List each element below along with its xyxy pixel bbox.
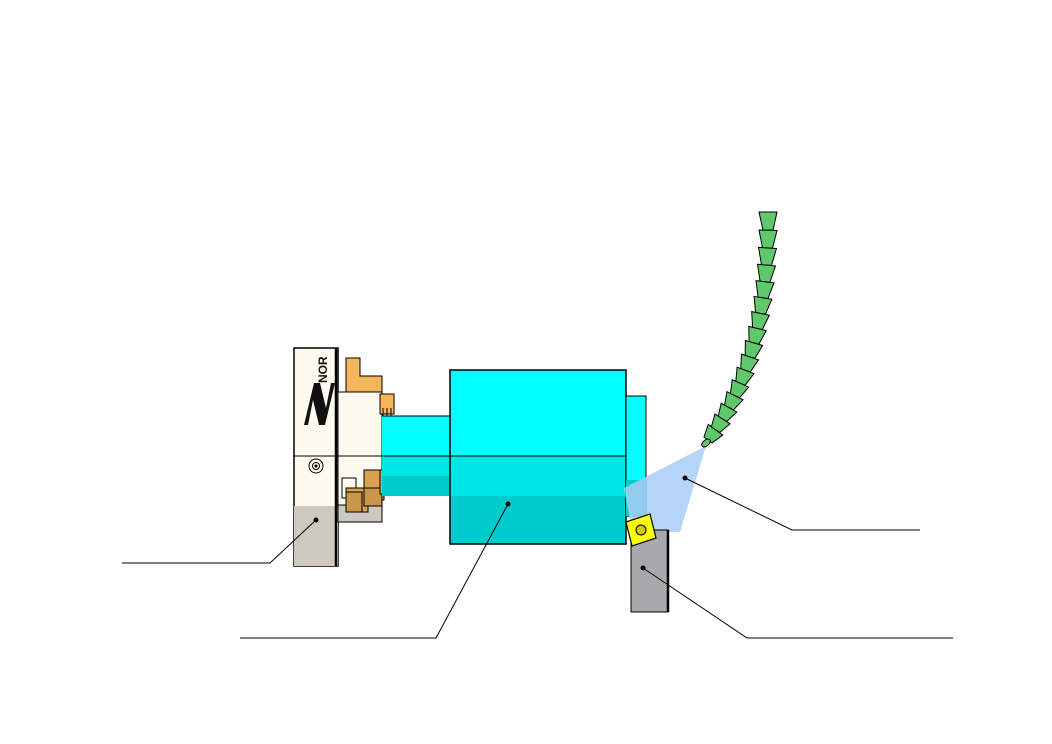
chuck-jaw-top xyxy=(345,357,395,416)
nozzle-segment xyxy=(758,211,778,231)
nozzle-segment xyxy=(748,325,767,345)
nozzle-segment xyxy=(756,263,777,283)
callout-workpiece xyxy=(240,501,511,639)
cutting-tool xyxy=(625,513,670,613)
workpiece xyxy=(382,369,647,545)
lathe-chuck: NOR xyxy=(293,347,395,567)
cutting-insert-icon xyxy=(625,513,657,547)
chuck-face-lower-gray xyxy=(294,506,338,566)
callout-cutting-tool xyxy=(640,565,953,639)
brand-logo: NOR xyxy=(304,356,335,425)
italic-n-logo-icon xyxy=(304,383,335,425)
nozzle-segment xyxy=(744,339,764,359)
coolant-nozzle xyxy=(701,211,778,448)
nozzle-segment xyxy=(755,280,775,300)
nozzle-tip xyxy=(701,438,711,448)
chuck-bolt-icon xyxy=(308,458,324,474)
brand-text: NOR xyxy=(316,356,330,383)
nozzle-segment xyxy=(758,229,778,249)
coolant-spray xyxy=(624,446,706,532)
callout-chuck-jaw xyxy=(122,517,319,564)
nozzle-segment xyxy=(703,423,724,444)
nozzle-segment xyxy=(753,295,773,315)
callout-coolant-spray xyxy=(682,475,920,531)
nozzle-segment xyxy=(757,246,778,266)
nozzle-segment xyxy=(751,311,771,331)
